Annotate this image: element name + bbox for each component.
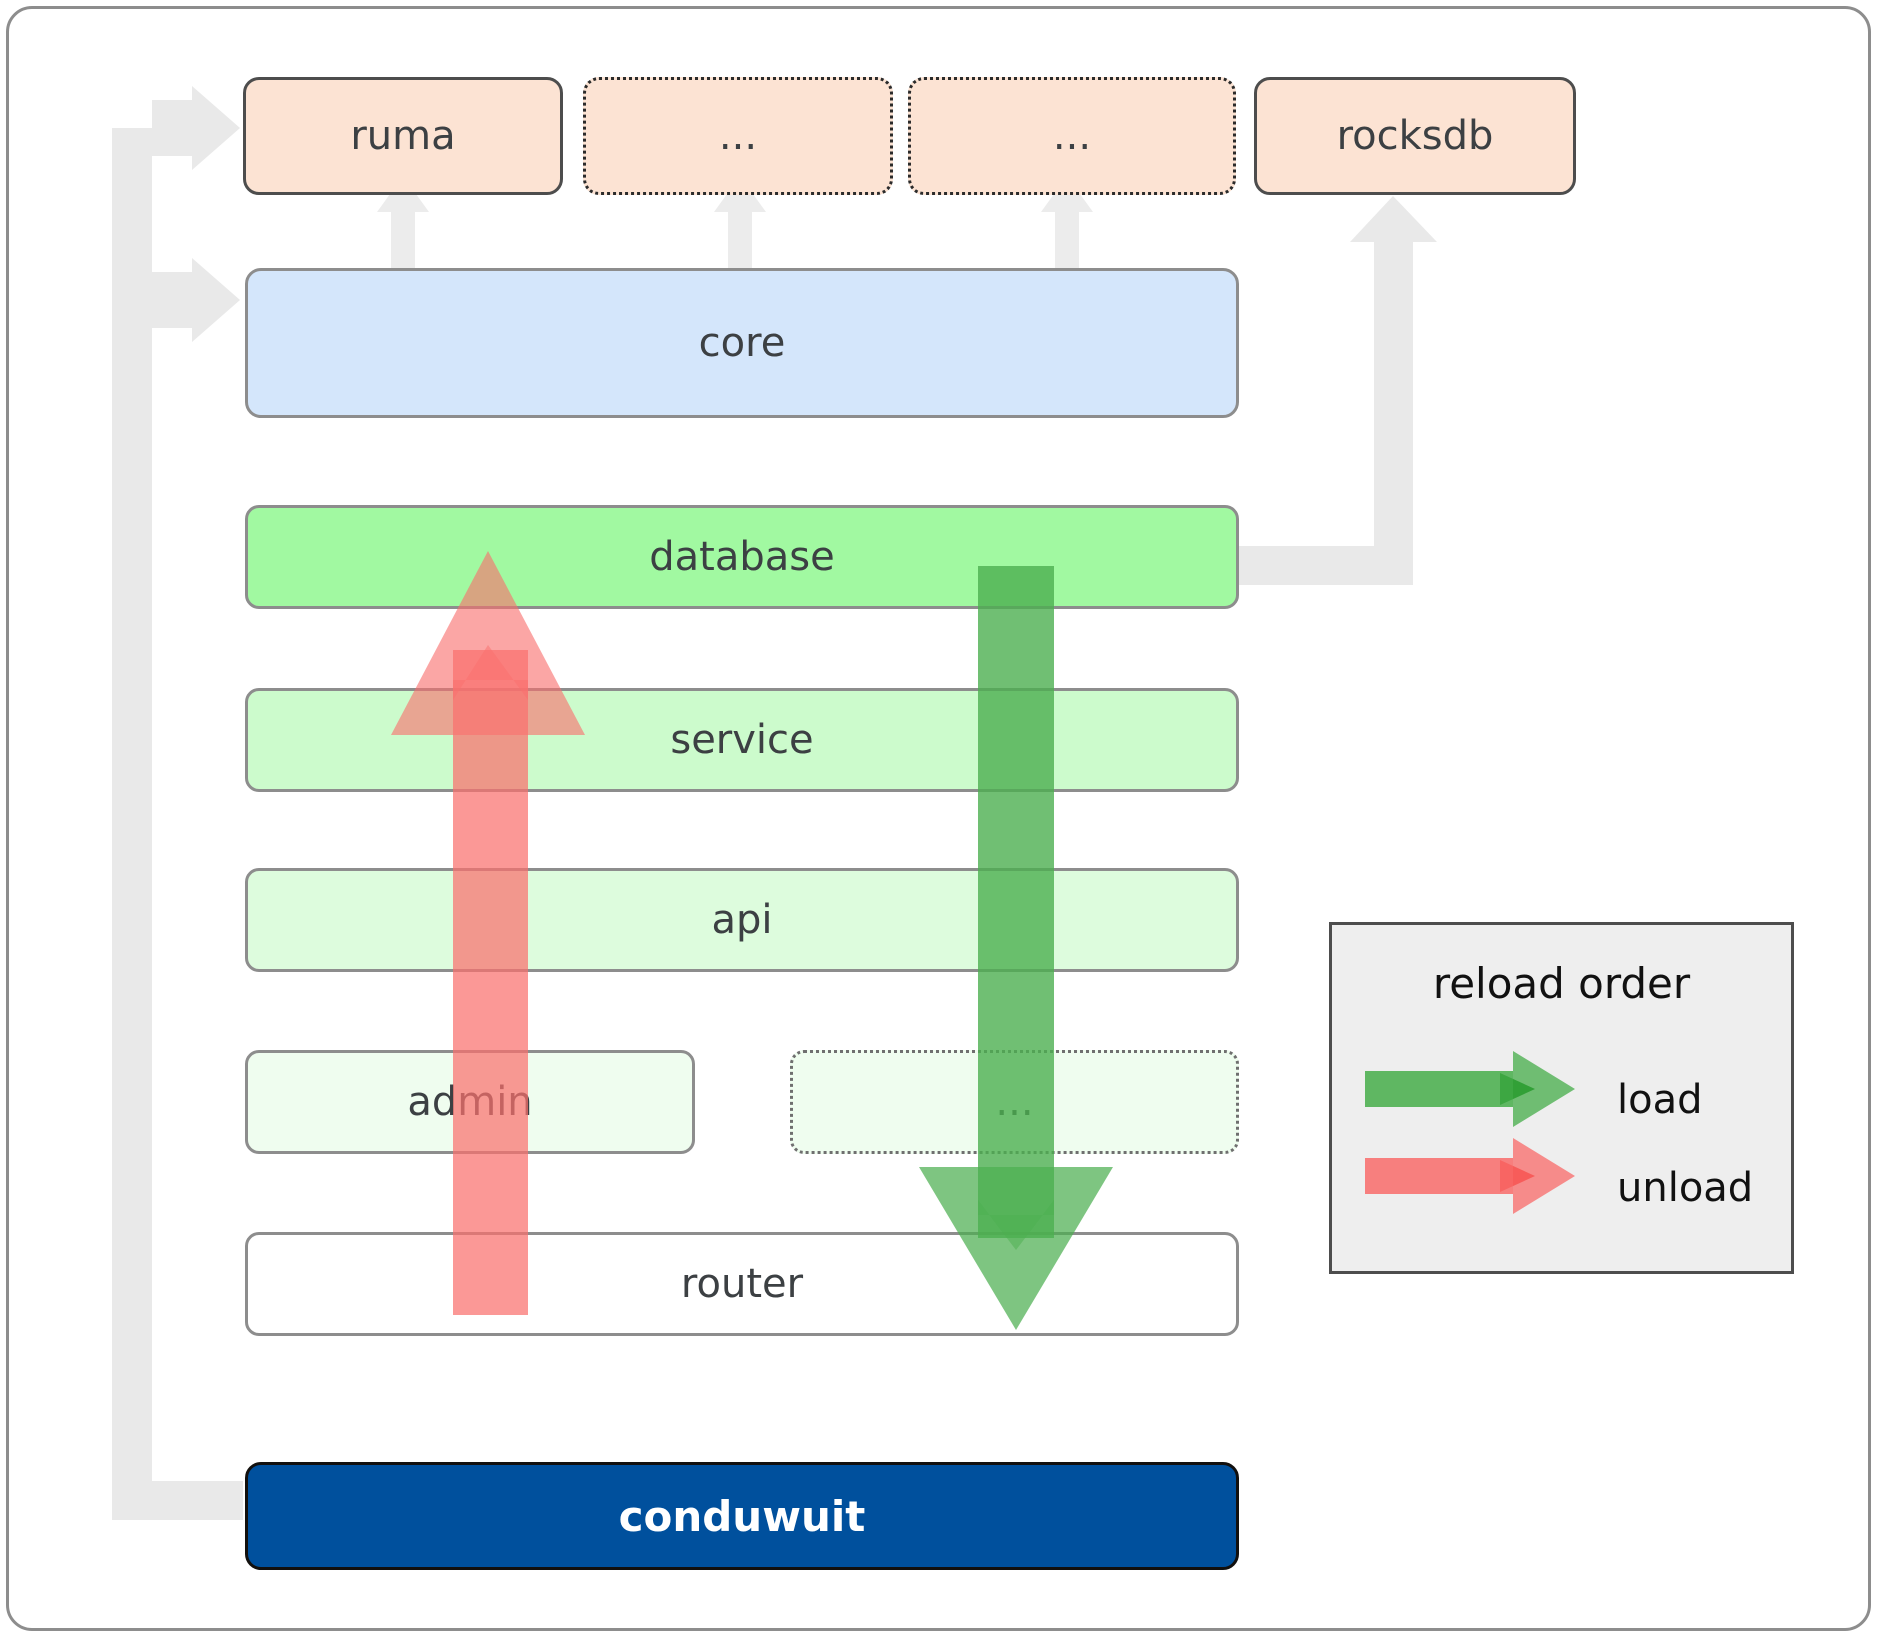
legend-panel: reload order load unload xyxy=(1329,922,1794,1274)
core-box[interactable]: core xyxy=(245,268,1239,418)
legend-unload-label: unload xyxy=(1617,1165,1754,1211)
legend-title: reload order xyxy=(1432,959,1691,1008)
right-connector-path xyxy=(1239,196,1437,585)
legend-load-arrow xyxy=(1365,1051,1575,1127)
core-to-deps-arrows xyxy=(377,176,1093,268)
legend-unload-arrow xyxy=(1365,1138,1575,1214)
legend-load-label: load xyxy=(1617,1077,1703,1123)
left-connector-path xyxy=(112,86,243,1520)
unload-arrow xyxy=(391,551,585,1315)
load-arrow xyxy=(919,566,1113,1330)
